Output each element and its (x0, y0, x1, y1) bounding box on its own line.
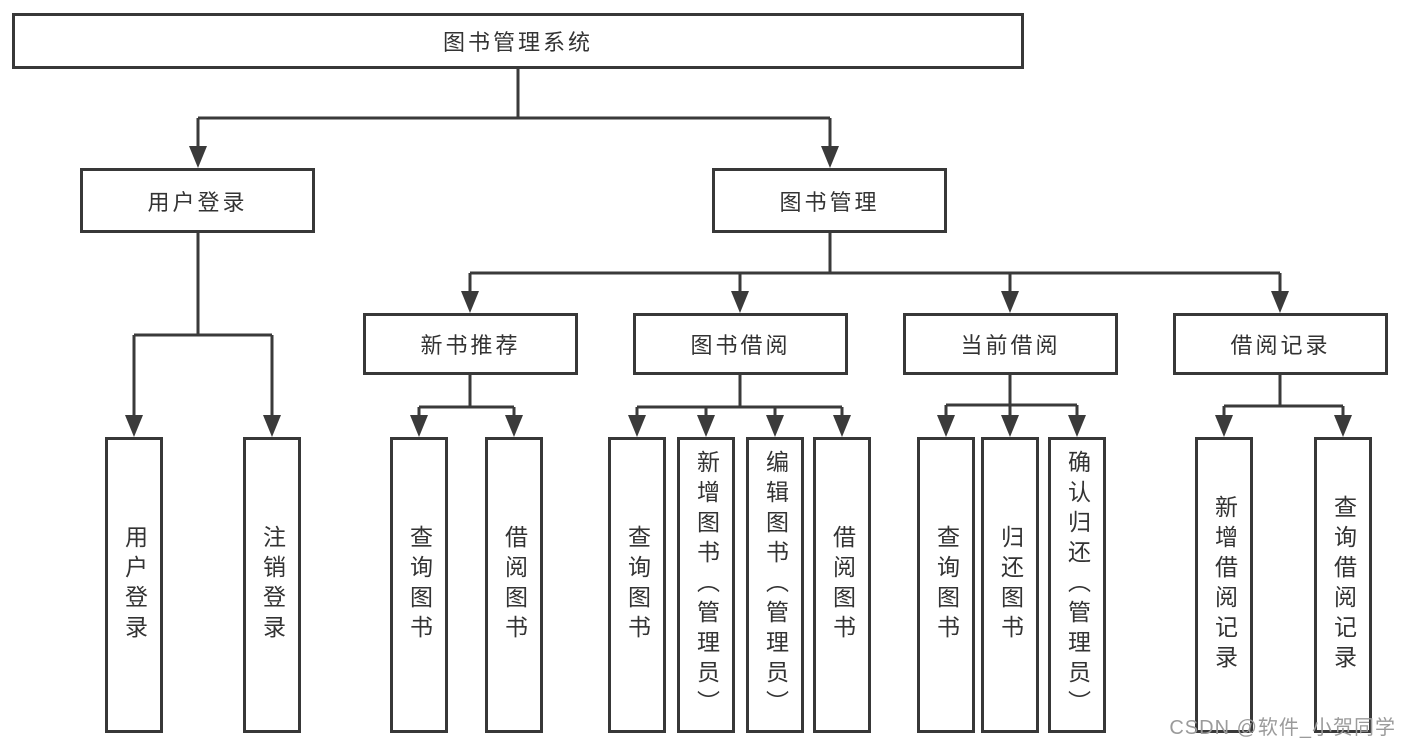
leaf-br-query-record-label: 查询借阅记录 (1330, 495, 1357, 675)
leaf-cb-return-books: 归还图书 (981, 437, 1039, 733)
node-root-label: 图书管理系统 (442, 30, 593, 55)
leaf-rec-borrow-books-label: 借阅图书 (501, 525, 528, 645)
leaf-rec-query-books-label: 查询图书 (406, 525, 433, 645)
leaf-bb-borrow-books-label: 借阅图书 (829, 525, 856, 645)
arrowhead (937, 415, 955, 437)
arrowhead (1001, 291, 1019, 313)
connector-new-book-rec-to-leaves (410, 375, 523, 437)
arrowhead (1334, 415, 1352, 437)
arrowhead (410, 415, 428, 437)
connector-book-borrow-to-leaves (628, 375, 851, 437)
csdn-watermark: CSDN @软件_小贺同学 (1169, 717, 1396, 739)
arrowhead (697, 415, 715, 437)
connector-root-to-level2 (189, 69, 839, 168)
node-borrow-records: 借阅记录 (1173, 313, 1388, 375)
node-current-borrow: 当前借阅 (903, 313, 1118, 375)
leaf-rec-borrow-books: 借阅图书 (485, 437, 543, 733)
node-new-book-rec-label: 新书推荐 (420, 333, 521, 358)
node-root: 图书管理系统 (12, 13, 1024, 69)
arrowhead (1001, 415, 1019, 437)
arrowhead (1215, 415, 1233, 437)
connector-current-borrow-to-leaves (937, 375, 1086, 437)
leaf-bb-edit-books-admin: 编辑图书（管理员） (746, 437, 804, 733)
arrowhead (189, 146, 207, 168)
leaf-user-login-label: 用户登录 (121, 525, 148, 645)
leaf-logout-label: 注销登录 (259, 525, 286, 645)
node-book-borrow: 图书借阅 (633, 313, 848, 375)
arrowhead (461, 291, 479, 313)
arrowhead (731, 291, 749, 313)
leaf-bb-query-books-label: 查询图书 (624, 525, 651, 645)
leaf-cb-return-books-label: 归还图书 (997, 525, 1024, 645)
node-borrow-records-label: 借阅记录 (1230, 333, 1331, 358)
leaf-br-query-record: 查询借阅记录 (1314, 437, 1372, 733)
leaf-user-login: 用户登录 (105, 437, 163, 733)
arrowhead (1068, 415, 1086, 437)
arrowhead (833, 415, 851, 437)
node-book-borrow-label: 图书借阅 (690, 333, 791, 358)
leaf-bb-query-books: 查询图书 (608, 437, 666, 733)
leaf-cb-confirm-return-admin: 确认归还（管理员） (1048, 437, 1106, 733)
arrowhead (821, 146, 839, 168)
leaf-cb-query-books-label: 查询图书 (933, 525, 960, 645)
arrowhead (628, 415, 646, 437)
connector-user-login-to-leaves (125, 233, 281, 437)
connector-book-mgmt-to-level3 (461, 233, 1289, 313)
arrowhead (263, 415, 281, 437)
leaf-cb-query-books: 查询图书 (917, 437, 975, 733)
leaf-rec-query-books: 查询图书 (390, 437, 448, 733)
arrowhead (1271, 291, 1289, 313)
leaf-bb-borrow-books: 借阅图书 (813, 437, 871, 733)
arrowhead (766, 415, 784, 437)
leaf-bb-add-books-admin-label: 新增图书（管理员） (693, 450, 720, 720)
arrowhead (125, 415, 143, 437)
leaf-bb-add-books-admin: 新增图书（管理员） (677, 437, 735, 733)
leaf-logout: 注销登录 (243, 437, 301, 733)
connector-borrow-records-to-leaves (1215, 375, 1352, 437)
node-user-login-label: 用户登录 (147, 189, 248, 215)
node-new-book-rec: 新书推荐 (363, 313, 578, 375)
leaf-br-add-record-label: 新增借阅记录 (1211, 495, 1238, 675)
leaf-cb-confirm-return-admin-label: 确认归还（管理员） (1064, 450, 1091, 720)
node-current-borrow-label: 当前借阅 (960, 333, 1061, 358)
arrowhead (505, 415, 523, 437)
node-user-login: 用户登录 (80, 168, 315, 233)
node-book-mgmt: 图书管理 (712, 168, 947, 233)
leaf-bb-edit-books-admin-label: 编辑图书（管理员） (762, 450, 789, 720)
node-book-mgmt-label: 图书管理 (779, 189, 880, 215)
leaf-br-add-record: 新增借阅记录 (1195, 437, 1253, 733)
